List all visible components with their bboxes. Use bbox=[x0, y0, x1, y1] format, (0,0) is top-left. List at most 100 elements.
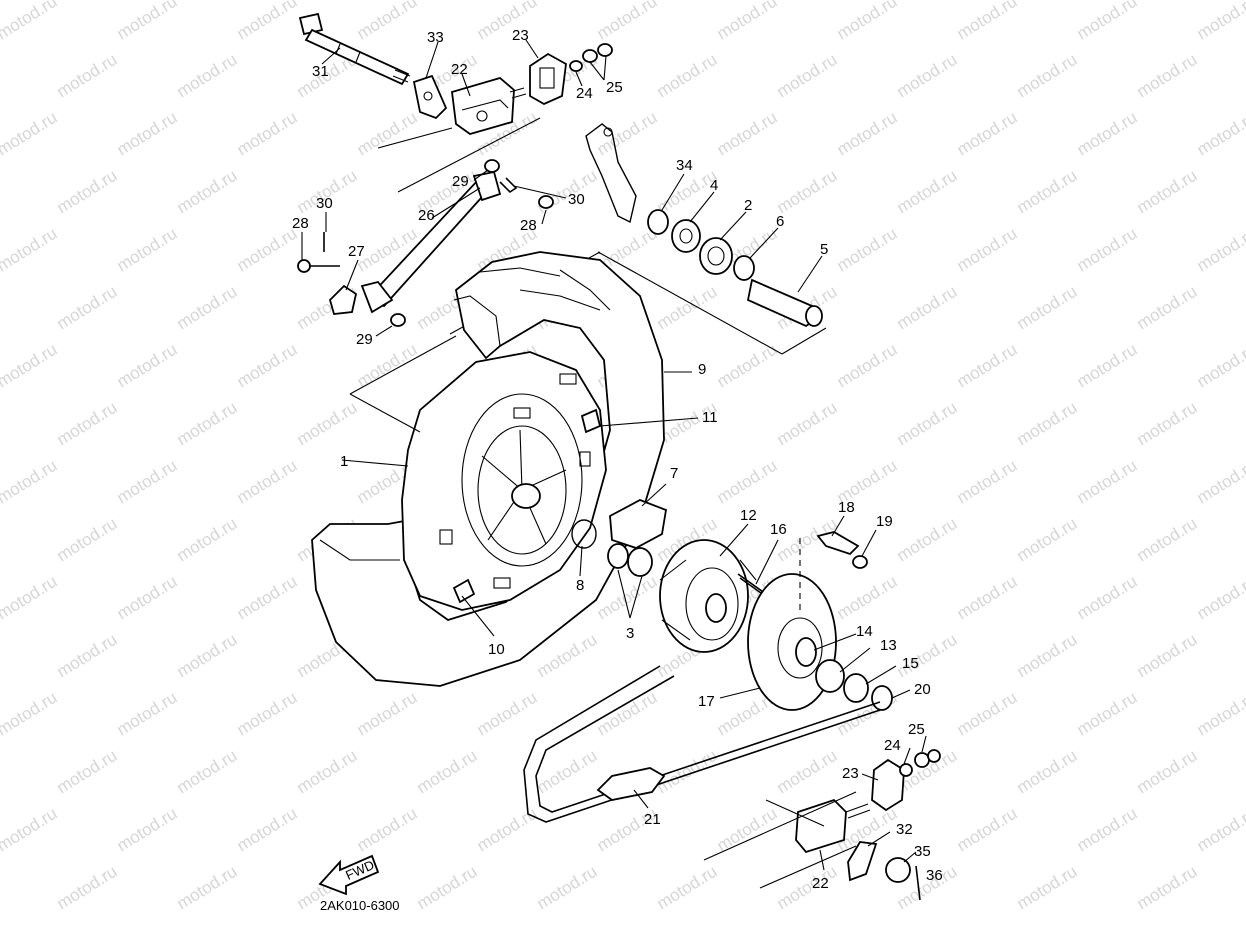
part-sprocket bbox=[747, 573, 837, 711]
watermark-text: motod.ru bbox=[1013, 166, 1080, 218]
callout-10: 10 bbox=[488, 641, 505, 658]
watermark-text: motod.ru bbox=[173, 282, 240, 334]
watermark-text: motod.ru bbox=[233, 224, 300, 276]
watermark-text: motod.ru bbox=[833, 572, 900, 624]
watermark-text: motod.ru bbox=[113, 108, 180, 160]
part-cotter-pin-36 bbox=[915, 865, 921, 901]
watermark-text: motod.ru bbox=[53, 50, 120, 102]
callout-30-left: 30 bbox=[316, 195, 333, 212]
part-cotter-pin-right bbox=[499, 177, 518, 194]
watermark-text: motod.ru bbox=[293, 746, 360, 798]
watermark-text: motod.ru bbox=[1133, 398, 1200, 450]
diagram-code: 2AK010-6300 bbox=[320, 898, 400, 913]
watermark-text: motod.ru bbox=[1133, 166, 1200, 218]
watermark-text: motod.ru bbox=[593, 108, 660, 160]
watermark-text: motod.ru bbox=[53, 282, 120, 334]
watermark-text: motod.ru bbox=[293, 398, 360, 450]
watermark-text: motod.ru bbox=[1073, 224, 1140, 276]
watermark-text: motod.ru bbox=[1013, 746, 1080, 798]
callout-21: 21 bbox=[644, 811, 661, 828]
watermark-text: motod.ru bbox=[53, 398, 120, 450]
watermark-text: motod.ru bbox=[413, 862, 480, 914]
part-chain bbox=[523, 665, 881, 823]
watermark-text: motod.ru bbox=[653, 746, 720, 798]
callout-31: 31 bbox=[312, 63, 329, 80]
watermark-text: motod.ru bbox=[1133, 50, 1200, 102]
watermark-text: motod.ru bbox=[0, 572, 60, 624]
part-circlip-8 bbox=[571, 519, 597, 549]
watermark-text: motod.ru bbox=[113, 340, 180, 392]
callout-6: 6 bbox=[776, 213, 784, 230]
watermark-text: motod.ru bbox=[833, 108, 900, 160]
callout-34: 34 bbox=[676, 157, 693, 174]
watermark-text: motod.ru bbox=[173, 50, 240, 102]
watermark-text: motod.ru bbox=[473, 0, 540, 43]
watermark-text: motod.ru bbox=[233, 572, 300, 624]
callout-4: 4 bbox=[710, 177, 718, 194]
callout-20: 20 bbox=[914, 681, 931, 698]
watermark-text: motod.ru bbox=[1073, 108, 1140, 160]
watermark-text: motod.ru bbox=[233, 688, 300, 740]
callout-22-top: 22 bbox=[451, 61, 468, 78]
watermark-text: motod.ru bbox=[773, 166, 840, 218]
watermark-text: motod.ru bbox=[953, 224, 1020, 276]
watermark-text: motod.ru bbox=[233, 340, 300, 392]
watermark-text: motod.ru bbox=[533, 166, 600, 218]
watermark-text: motod.ru bbox=[53, 630, 120, 682]
watermark-text: motod.ru bbox=[773, 398, 840, 450]
callout-12: 12 bbox=[740, 507, 757, 524]
watermark-text: motod.ru bbox=[473, 688, 540, 740]
part-nut-19 bbox=[852, 555, 868, 569]
watermark-text: motod.ru bbox=[1193, 688, 1246, 740]
callout-26: 26 bbox=[418, 207, 435, 224]
watermark-text: motod.ru bbox=[773, 50, 840, 102]
part-pivot-nut-35 bbox=[885, 857, 911, 883]
watermark-text: motod.ru bbox=[173, 398, 240, 450]
callout-3: 3 bbox=[626, 625, 634, 642]
watermark-text: motod.ru bbox=[113, 804, 180, 856]
watermark-text: motod.ru bbox=[0, 0, 60, 43]
callout-8: 8 bbox=[576, 577, 584, 594]
watermark-text: motod.ru bbox=[0, 108, 60, 160]
watermark-text: motod.ru bbox=[173, 166, 240, 218]
part-chain-puller-plate-bottom bbox=[847, 841, 878, 882]
watermark-text: motod.ru bbox=[893, 398, 960, 450]
part-lock-washer-18 bbox=[816, 531, 860, 556]
watermark-text: motod.ru bbox=[653, 282, 720, 334]
watermark-text: motod.ru bbox=[893, 282, 960, 334]
callout-17: 17 bbox=[698, 693, 715, 710]
watermark-text: motod.ru bbox=[53, 166, 120, 218]
watermark-text: motod.ru bbox=[173, 862, 240, 914]
watermark-text: motod.ru bbox=[173, 514, 240, 566]
watermark-text: motod.ru bbox=[113, 688, 180, 740]
callout-28-left: 28 bbox=[292, 215, 309, 232]
watermark-text: motod.ru bbox=[1073, 804, 1140, 856]
part-clutch-hub bbox=[659, 539, 757, 653]
callout-29-top: 29 bbox=[452, 173, 469, 190]
watermark-text: motod.ru bbox=[233, 108, 300, 160]
callout-11: 11 bbox=[702, 409, 718, 426]
part-washer-nut-bottom bbox=[899, 749, 941, 777]
watermark-text: motod.ru bbox=[1013, 282, 1080, 334]
watermark-text: motod.ru bbox=[0, 456, 60, 508]
part-tire bbox=[311, 251, 665, 687]
watermark-text: motod.ru bbox=[953, 0, 1020, 43]
watermark-text: motod.ru bbox=[833, 340, 900, 392]
part-bearing-6 bbox=[733, 255, 755, 281]
watermark-text: motod.ru bbox=[173, 630, 240, 682]
callout-18: 18 bbox=[838, 499, 855, 516]
watermark-text: motod.ru bbox=[1073, 572, 1140, 624]
part-spacer-5 bbox=[746, 278, 823, 328]
callout-labels: 31 33 22 23 24 25 34 4 2 6 5 9 11 1 7 8 … bbox=[292, 27, 943, 892]
callout-27: 27 bbox=[348, 243, 365, 260]
watermark-text: motod.ru bbox=[653, 50, 720, 102]
watermark-text: motod.ru bbox=[1013, 862, 1080, 914]
watermark-text: motod.ru bbox=[773, 862, 840, 914]
callout-2: 2 bbox=[744, 197, 752, 214]
watermark-text: motod.ru bbox=[353, 688, 420, 740]
watermark-text: motod.ru bbox=[1193, 804, 1246, 856]
callout-25-bottom: 25 bbox=[908, 721, 925, 738]
callout-22-bottom: 22 bbox=[812, 875, 829, 892]
watermark-text: motod.ru bbox=[953, 804, 1020, 856]
